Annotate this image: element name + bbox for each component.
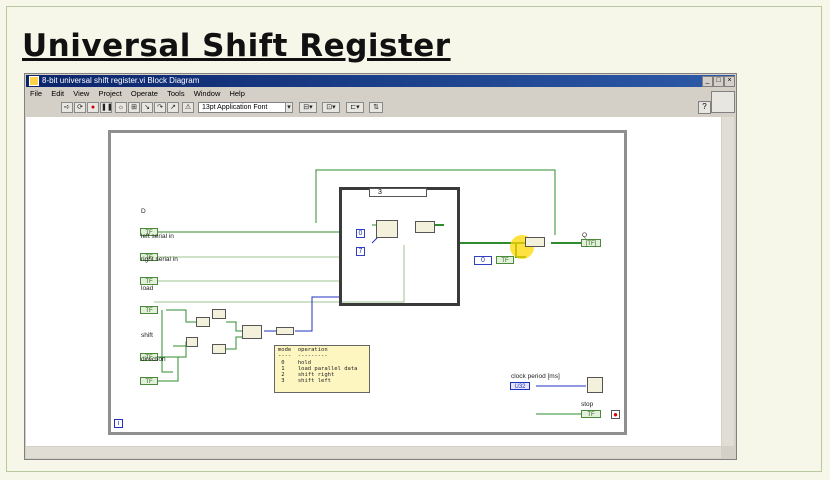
menu-project[interactable]: Project (98, 89, 122, 98)
block-diagram-canvas[interactable]: D TF left serial in TF right serial in T… (26, 117, 721, 446)
label-direction: direction (141, 356, 166, 363)
and-gate[interactable] (196, 317, 210, 327)
label-left-serial-in: left serial in (141, 233, 174, 240)
maximize-button[interactable]: □ (713, 76, 724, 87)
step-into-icon[interactable]: ↘ (141, 102, 153, 113)
terminal-d[interactable]: TF (140, 228, 158, 236)
run-arrow-icon[interactable]: ➪ (61, 102, 73, 113)
distribute-objects-icon[interactable]: ⊡▾ (322, 102, 340, 113)
menu-edit[interactable]: Edit (51, 89, 65, 98)
step-out-icon[interactable]: ↗ (167, 102, 179, 113)
reorder-icon[interactable]: ⇅ (369, 102, 383, 113)
wait-ms-node[interactable] (587, 377, 603, 393)
menu-window[interactable]: Window (193, 89, 221, 98)
or-gate[interactable] (212, 309, 226, 319)
case-selector[interactable]: 3 (369, 188, 427, 197)
slide-title: Universal Shift Register (22, 28, 451, 64)
align-objects-icon[interactable]: ⊟▾ (299, 102, 317, 113)
terminal-shift[interactable]: TF (140, 353, 158, 361)
label-shift: shift (141, 332, 153, 339)
block-diagram-window: 8-bit universal shift register.vi Block … (24, 73, 737, 460)
run-continuously-icon[interactable]: ⟳ (74, 102, 86, 113)
terminal-stop[interactable]: TF (581, 410, 601, 418)
menu-help[interactable]: Help (229, 89, 245, 98)
terminal-clock-period[interactable]: U32 (510, 382, 530, 390)
shift-register-node[interactable] (525, 237, 545, 247)
window-titlebar[interactable]: 8-bit universal shift register.vi Block … (26, 75, 735, 87)
resize-objects-icon[interactable]: ⊏▾ (346, 102, 364, 113)
label-d: D (141, 208, 146, 215)
menu-view[interactable]: View (73, 89, 90, 98)
constant-zero[interactable]: 0 (474, 256, 492, 265)
abort-icon[interactable]: ● (87, 102, 99, 113)
font-ring[interactable]: 13pt Application Font (198, 102, 292, 113)
menu-file[interactable]: File (30, 89, 43, 98)
step-over-icon[interactable]: ↷ (154, 102, 166, 113)
vertical-scrollbar[interactable] (722, 117, 734, 446)
wires-layer (154, 169, 586, 415)
array-subset-node[interactable] (415, 221, 435, 233)
connector-pane-icon[interactable] (711, 91, 735, 113)
constant-0[interactable]: 0 (356, 229, 365, 238)
menu-tools[interactable]: Tools (167, 89, 185, 98)
mode-comment: mode operation ---- --------- 0 hold 1 l… (274, 345, 370, 393)
boolean-array-to-number-node[interactable] (276, 327, 294, 335)
label-stop: stop (581, 401, 594, 408)
close-button[interactable]: × (724, 76, 735, 87)
vi-icon (29, 76, 39, 86)
highlight-execution-icon[interactable]: ☼ (115, 102, 127, 113)
menu-operate[interactable]: Operate (130, 89, 158, 98)
horizontal-scrollbar[interactable] (26, 447, 721, 458)
label-load: load (141, 285, 154, 292)
retain-wire-values-icon[interactable]: ⊞ (128, 102, 140, 113)
terminal-direction[interactable]: TF (140, 377, 158, 385)
constant-7[interactable]: 7 (356, 247, 365, 256)
not-gate[interactable] (186, 337, 198, 347)
window-title: 8-bit universal shift register.vi Block … (42, 76, 200, 85)
slide-frame (6, 6, 822, 472)
while-loop[interactable] (108, 130, 627, 435)
context-help-icon[interactable]: ? (698, 101, 711, 114)
label-q: Q (582, 232, 588, 239)
pause-icon[interactable]: ❚❚ (100, 102, 113, 113)
warning-icon[interactable]: ⚠ (182, 102, 194, 113)
terminal-left-serial-in[interactable]: TF (140, 253, 158, 261)
label-clock-period: clock period [ms] (511, 373, 560, 380)
terminal-right-serial-in[interactable]: TF (140, 277, 158, 285)
and-gate-2[interactable] (212, 344, 226, 354)
iteration-terminal-icon: i (114, 419, 123, 428)
label-right-serial-in: right serial in (141, 256, 178, 263)
stop-condition-icon[interactable]: ● (611, 410, 620, 419)
minimize-button[interactable]: _ (702, 76, 713, 87)
terminal-q[interactable]: [TF] (581, 239, 601, 247)
build-array-node[interactable] (242, 325, 262, 339)
terminal-load[interactable]: TF (140, 306, 158, 314)
menu-bar: File Edit View Project Operate Tools Win… (26, 88, 735, 99)
font-dropdown-icon[interactable]: ▾ (285, 102, 293, 113)
constant-tf[interactable]: TF (496, 256, 514, 264)
rotate-array-node[interactable] (376, 220, 398, 238)
toolbar: ➪ ⟳ ● ❚❚ ☼ ⊞ ↘ ↷ ↗ ⚠ 13pt Application Fo… (26, 100, 735, 116)
